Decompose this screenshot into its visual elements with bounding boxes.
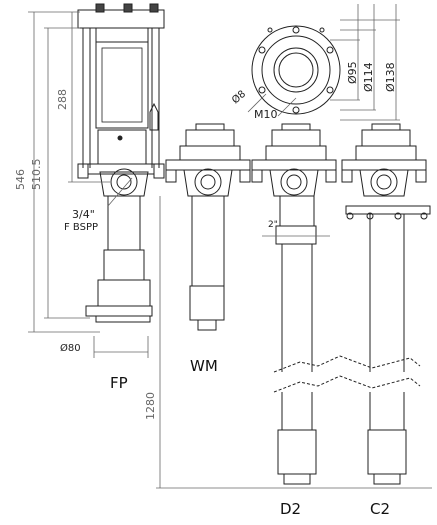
- wm-unit: [165, 123, 251, 331]
- d2-unit: [251, 123, 337, 485]
- label-d2: D2: [280, 500, 302, 518]
- dim-1280: 1280: [144, 392, 157, 420]
- flange-top-view: [251, 25, 341, 115]
- label-fp: FP: [110, 374, 128, 392]
- label-c2: C2: [370, 500, 391, 518]
- dim-d80: Ø80: [60, 343, 81, 354]
- thread-m10: M10: [254, 108, 278, 121]
- dim-510: 510.5: [30, 158, 43, 191]
- dim-d114: Ø114: [362, 62, 375, 92]
- dim-d138: Ø138: [384, 62, 397, 92]
- thread-spec-1: 3/4": [72, 208, 95, 221]
- dimension-lines: [28, 4, 432, 489]
- c2-unit: [341, 123, 431, 485]
- fp-unit: [77, 3, 165, 323]
- dim-2inch: 2": [268, 220, 278, 230]
- label-wm: WM: [190, 357, 218, 375]
- dim-546: 546: [14, 169, 27, 190]
- dim-288: 288: [56, 89, 69, 110]
- dim-d95: Ø95: [346, 61, 359, 84]
- thread-spec-2: F BSPP: [64, 222, 99, 233]
